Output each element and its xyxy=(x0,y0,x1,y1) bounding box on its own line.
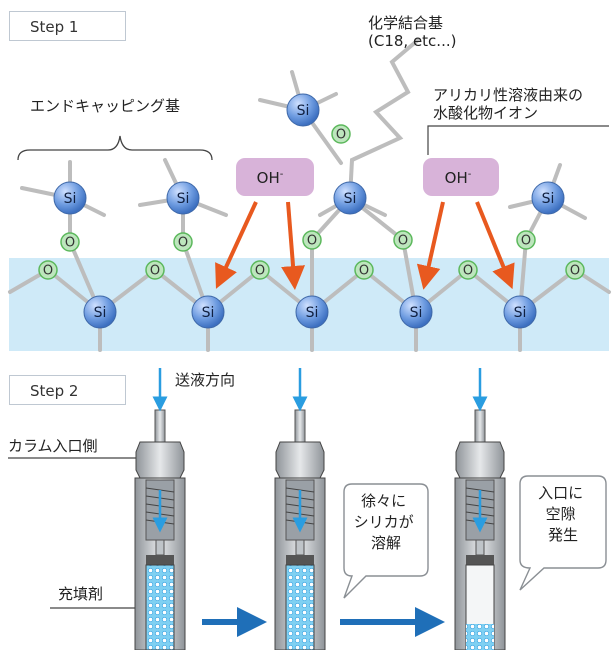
oxygen-symbol: O xyxy=(570,264,580,279)
oxygen-atom: O xyxy=(250,260,270,280)
oxygen-atom: O xyxy=(60,232,80,252)
remaining-packing xyxy=(466,624,494,650)
oxygen-atom: O xyxy=(302,230,322,250)
column-3 xyxy=(454,368,506,650)
silicon-atom: Si xyxy=(166,181,200,215)
oxygen-atom: O xyxy=(38,260,58,280)
silicon-atom: Si xyxy=(399,295,433,329)
column-degradation-diagram: 徐々に シリカが 溶解 入口に 空隙 発生 xyxy=(8,368,607,650)
silica-surface-diagram: O O O O O O O O O O O O Si Si Si Si Si S… xyxy=(8,38,611,352)
silicon-atom: Si xyxy=(191,295,225,329)
callout-bubble-1 xyxy=(343,483,429,599)
hydroxide-symbol: OH xyxy=(257,169,280,187)
silicon-atom: Si xyxy=(295,295,329,329)
callout-1-text: 徐々に シリカが 溶解 xyxy=(354,492,419,552)
hydroxide-leader-line xyxy=(427,125,609,155)
endcapping-label: エンドキャッピング基 xyxy=(30,97,181,115)
oxygen-symbol: O xyxy=(398,234,408,249)
oxygen-atom: O xyxy=(173,232,193,252)
oxygen-atom: O xyxy=(145,260,165,280)
oxygen-atom: O xyxy=(565,260,585,280)
hydroxide-ion-left: OH- xyxy=(236,158,314,196)
silicon-atom: Si xyxy=(286,93,320,127)
hydroxide-ion-right: OH- xyxy=(423,158,499,196)
oxygen-symbol: O xyxy=(43,264,53,279)
oxygen-symbol: O xyxy=(463,264,473,279)
oxygen-symbol: O xyxy=(521,234,531,249)
silicon-symbol: Si xyxy=(514,305,527,321)
silicon-symbol: Si xyxy=(306,305,319,321)
callout-bubble-2 xyxy=(519,475,607,591)
column-1 xyxy=(134,368,186,650)
step2-label: Step 2 xyxy=(9,375,126,405)
oxygen-symbol: O xyxy=(65,236,75,251)
hydroxide-symbol: OH xyxy=(445,169,468,187)
silicon-symbol: Si xyxy=(297,103,310,119)
column-2 xyxy=(274,368,326,650)
column-inlet-label: カラム入口側 xyxy=(8,437,98,455)
silicon-symbol: Si xyxy=(202,305,215,321)
oxygen-symbol: O xyxy=(255,264,265,279)
flow-direction-label: 送液方向 xyxy=(175,371,236,389)
endcapping-brace xyxy=(17,135,213,161)
svg-text:OH-: OH- xyxy=(445,169,472,187)
oxygen-symbol: O xyxy=(150,264,160,279)
silicon-symbol: Si xyxy=(542,191,555,207)
silicon-atom: Si xyxy=(83,295,117,329)
oxygen-atoms: O O O O O O O O O O O O xyxy=(38,124,585,280)
oxygen-symbol: O xyxy=(336,128,346,143)
silicon-symbol: Si xyxy=(94,305,107,321)
silicon-atoms: Si Si Si Si Si Si Si Si Si Si xyxy=(53,93,565,329)
packing-material-label: 充填剤 xyxy=(58,585,104,603)
oxygen-symbol: O xyxy=(178,236,188,251)
step1-label: Step 1 xyxy=(9,11,126,41)
oxygen-atom: O xyxy=(516,230,536,250)
svg-text:OH-: OH- xyxy=(257,169,284,187)
silicon-atom: Si xyxy=(503,295,537,329)
hydroxide-charge: - xyxy=(280,169,284,180)
callout-2-text: 入口に 空隙 発生 xyxy=(538,484,588,544)
silicon-symbol: Si xyxy=(64,191,77,207)
oxygen-atom: O xyxy=(393,230,413,250)
silicon-atom: Si xyxy=(333,181,367,215)
silicon-symbol: Si xyxy=(410,305,423,321)
silicon-symbol: Si xyxy=(344,191,357,207)
silicon-atom: Si xyxy=(53,181,87,215)
oxygen-symbol: O xyxy=(307,234,317,249)
chemical-group-label: 化学結合基 (C18, etc...) xyxy=(368,14,457,50)
oxygen-atom: O xyxy=(354,260,374,280)
silicon-symbol: Si xyxy=(177,191,190,207)
attack-arrows xyxy=(215,201,515,290)
hydroxide-source-label: アリカリ性溶液由来の 水酸化物イオン xyxy=(433,86,584,122)
oxygen-atom: O xyxy=(331,124,351,144)
silicon-atom: Si xyxy=(531,181,565,215)
oxygen-symbol: O xyxy=(359,264,369,279)
hydroxide-charge: - xyxy=(468,169,472,180)
oxygen-atom: O xyxy=(458,260,478,280)
